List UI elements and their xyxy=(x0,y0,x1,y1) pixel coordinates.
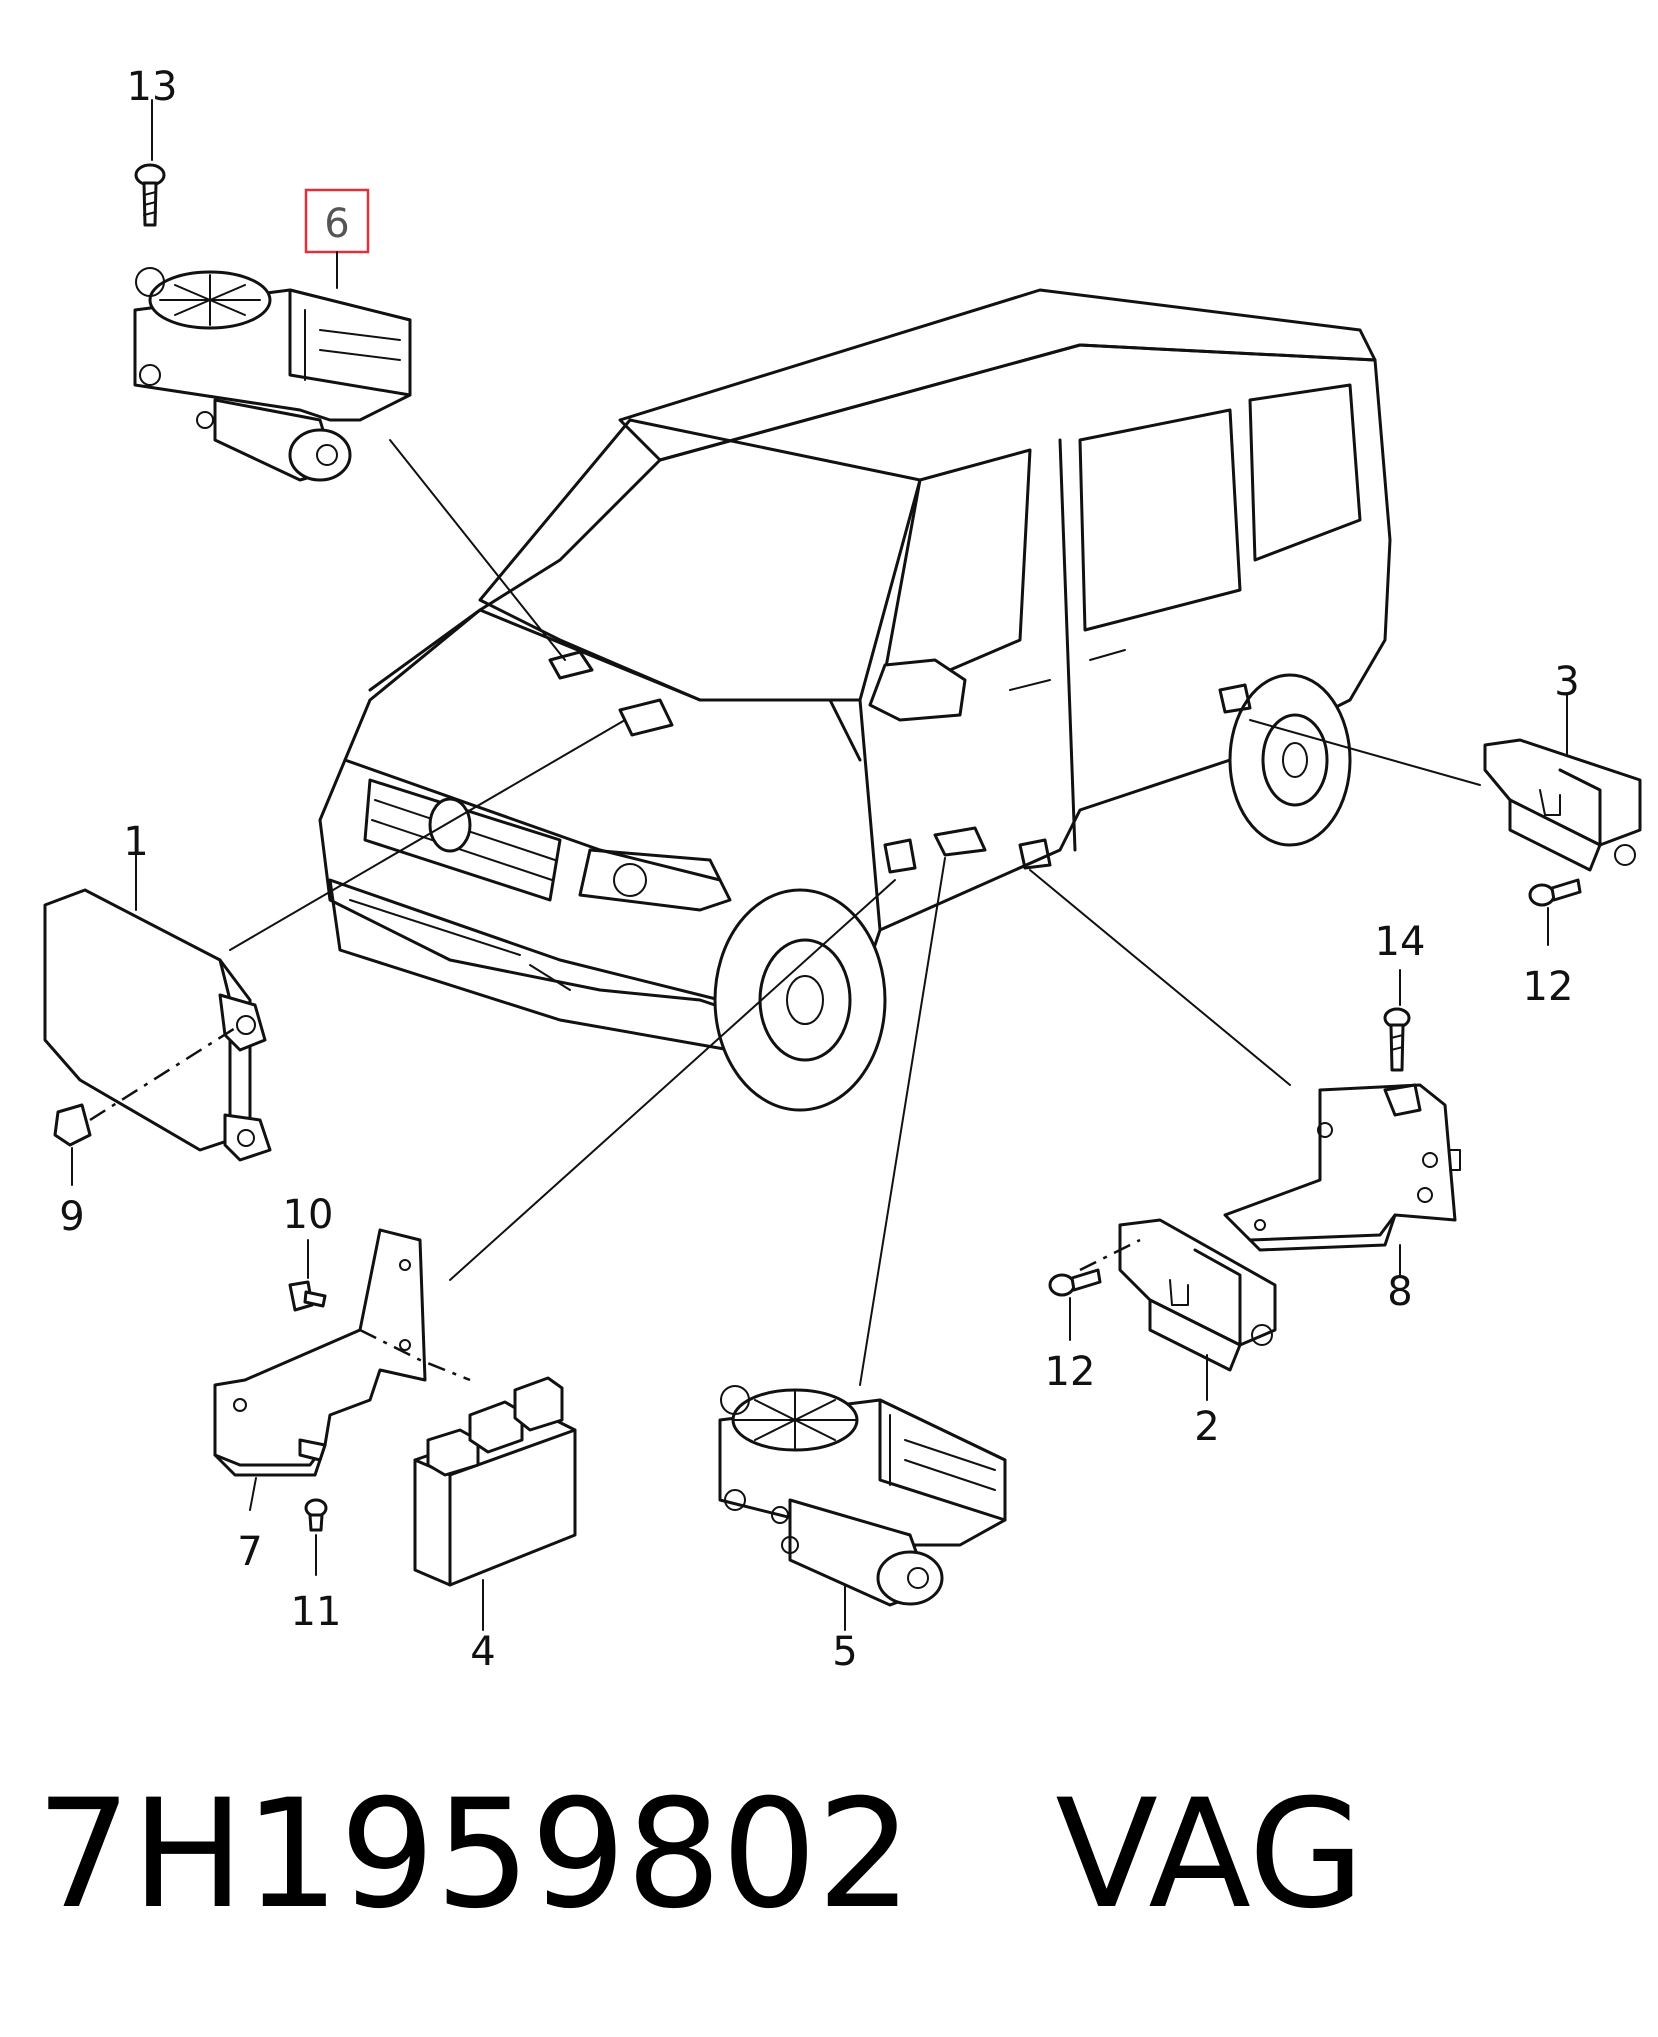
part-number-footer: 7H1959802 VAG xyxy=(36,1780,1365,1930)
part-9-screw xyxy=(53,1103,92,1186)
callout-5: 5 xyxy=(832,1629,857,1675)
van-illustration xyxy=(318,288,1392,1112)
callout-7: 7 xyxy=(237,1529,262,1575)
callout-3: 3 xyxy=(1554,659,1579,705)
part-13-screw xyxy=(134,99,166,227)
part-14-screw xyxy=(1383,969,1411,1072)
callout-14: 14 xyxy=(1375,919,1426,965)
callout-10: 10 xyxy=(283,1192,334,1238)
callout-11: 11 xyxy=(291,1589,342,1635)
callout-2: 2 xyxy=(1194,1404,1219,1450)
callout-13: 13 xyxy=(127,64,178,110)
leader-lines xyxy=(229,439,1481,1386)
part-6-window-motor xyxy=(133,267,412,482)
callout-6: 6 xyxy=(324,201,349,247)
part-12-screw-left xyxy=(1048,1268,1102,1341)
callout-12-right: 12 xyxy=(1523,964,1574,1010)
callout-9: 9 xyxy=(59,1194,84,1240)
part-2-sensor xyxy=(1079,1218,1277,1401)
part-11-screw xyxy=(304,1498,328,1576)
callout-8: 8 xyxy=(1387,1269,1412,1315)
callout-12-left: 12 xyxy=(1045,1349,1096,1395)
part-12-screw-right xyxy=(1528,878,1582,946)
part-3-sensor xyxy=(1483,694,1642,872)
part-7-bracket xyxy=(213,1228,471,1511)
part-5-window-motor xyxy=(718,1385,1007,1631)
callout-labels: 13 6 3 1 14 12 9 10 8 12 2 7 11 4 5 xyxy=(59,64,1579,1675)
brand-name: VAG xyxy=(1055,1768,1365,1942)
part-8-bracket xyxy=(1223,1083,1461,1276)
callout-4: 4 xyxy=(470,1629,495,1675)
callout-1: 1 xyxy=(123,819,148,865)
part-10-screw xyxy=(288,1239,327,1312)
part-1-control-unit xyxy=(43,854,272,1162)
part-4-module xyxy=(413,1376,577,1631)
part-number: 7H1959802 xyxy=(36,1768,913,1942)
